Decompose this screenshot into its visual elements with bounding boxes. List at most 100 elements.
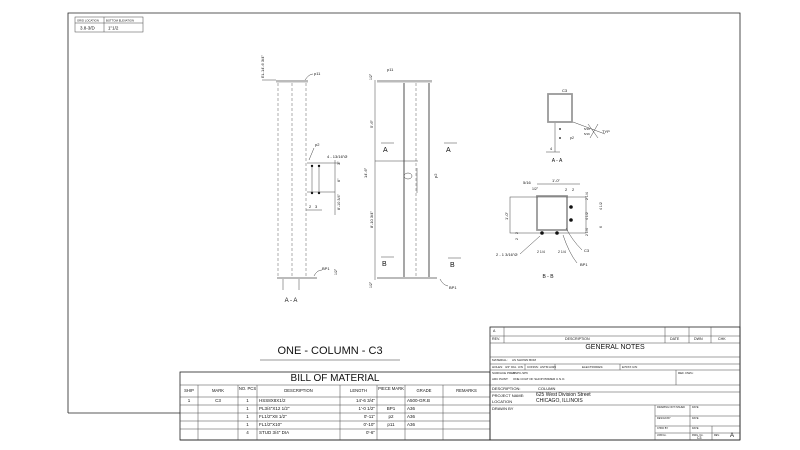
bom-cell-grade: A36 — [407, 422, 416, 427]
conns-label: CONNS: — [527, 365, 539, 369]
rev-value: A — [493, 329, 496, 333]
weld-size-1: 5/16 — [584, 127, 590, 131]
header-mark: MARK — [211, 388, 225, 393]
assembly-title: ONE - COLUMN - C3 — [277, 345, 383, 357]
top-dim: 1/2" — [369, 73, 373, 80]
section-bb-l2: 2 — [515, 238, 519, 240]
bom-cell-length: 1'-0 1/2" — [358, 406, 375, 411]
header-no-pcs: NO. PCS — [238, 386, 257, 391]
section-cut-a-right: A — [446, 147, 451, 154]
weld-typ: TYP — [602, 129, 610, 134]
section-bb-d2: 2 — [572, 187, 575, 192]
section-bb-holes: 2 - 1 3/16"Ø — [496, 252, 517, 257]
dim-e: 8'-10 3/4" — [337, 193, 341, 210]
section-bb-d6: 6 — [599, 226, 603, 228]
top-plate-callout-right: p11 — [387, 67, 394, 72]
chk-header: CHK — [718, 337, 726, 341]
description-header: DESCRIPTION — [565, 337, 590, 341]
section-bb-plate: BP1 — [580, 262, 588, 267]
electrodes-value: E70XX U/N — [622, 365, 638, 369]
grid-location-label: GRID LOCATION — [77, 19, 99, 23]
bom-cell-length: 14'-6 3/4" — [356, 398, 375, 403]
section-bb-d1: 2 — [565, 187, 568, 192]
weld-size-2: 5/16 — [584, 132, 590, 136]
rev-no-value: A — [730, 433, 735, 439]
holes-value: 3/4" DIA. U/N — [505, 365, 523, 369]
section-bb-mark: C3 — [584, 248, 590, 253]
bom-cell-piece-mark: BP1 — [386, 406, 396, 411]
bom-cell-grade: A36 — [407, 406, 416, 411]
project-name-label: PROJECT NAME: — [492, 393, 525, 398]
section-bb-d7: 2 1/4 — [585, 228, 589, 236]
section-bb-b2: 2 1/4 — [558, 250, 566, 254]
design-by-label: DESIGN BY — [657, 417, 671, 420]
section-bb: 5/16 1/2" 1'-0" 2 2 2 1/4 4 1/2 4 1/2 6 … — [496, 178, 603, 280]
bom-cell-description: HSS8X8X1/2 — [259, 398, 286, 403]
holes-label: HOLES: — [492, 365, 504, 369]
dim-d: 6" — [337, 178, 341, 182]
section-bb-b1: 2 1/4 — [537, 250, 545, 254]
date-label-2: DATE — [692, 417, 699, 420]
project-name-value: 625 West Division Street — [536, 392, 591, 398]
dwg-no-label: DWG. No. — [692, 434, 704, 437]
electrodes-label: ELECTRODES: — [582, 365, 604, 369]
top-plate-callout: p11 — [314, 71, 321, 76]
section-aa-clip: p2 — [570, 136, 574, 140]
column-elevation-left: EL.14'-6 3/4" p11 p2 4 - 13/16"Ø 2 3 3" … — [260, 55, 347, 304]
bom-cell-description: FL1/2"X10" — [259, 422, 282, 427]
drawing-not-issued-label: DRAWING NOT ISSUED — [657, 406, 685, 409]
bom-cell-grade: A500-GR.B — [407, 398, 431, 403]
bom-cell-length: 0'-10" — [363, 422, 375, 427]
description-value: COLUMN — [538, 386, 556, 391]
section-bb-l1: 2 — [515, 232, 519, 234]
bom-cell-qty: 1 — [246, 406, 249, 411]
bom-cell-piece-mark: p2 — [388, 414, 394, 419]
paint-value: ONE COAT OF SHOP PRIMER U.N.O. — [513, 377, 566, 381]
section-bb-d4: 4 1/2 — [599, 202, 603, 210]
header-remarks: REMARKS — [456, 388, 477, 393]
rev-header: REV. — [492, 337, 501, 341]
view-label-bb: B - B — [542, 274, 554, 280]
bom-cell-description: FL1/2"X8 1/2" — [259, 414, 287, 419]
total-height-dim: 14'-6" — [363, 167, 368, 178]
header-length: LENGTH — [350, 388, 367, 393]
lower-dim: 8'-10 3/4" — [369, 211, 374, 228]
bom-title: BILL OF MATERIAL — [290, 373, 380, 384]
base-plate-thickness: 1/2" — [334, 268, 338, 275]
header-ship: SHIP — [184, 388, 194, 393]
paint-label: ARC PAINT: — [492, 377, 509, 381]
location-label: LOCATION — [492, 399, 513, 404]
view-label-aa: A - A — [285, 298, 298, 304]
base-plate-callout-right: BP1 — [449, 285, 457, 290]
bom-cell-piece-mark: p11 — [387, 422, 395, 427]
checked-by-label: CHKD BY — [657, 427, 669, 430]
ref-dwg-label: REF. DWG: — [678, 371, 694, 375]
section-bb-d3: 2 1/4 — [585, 192, 589, 200]
section-aa-dim: 4 — [550, 147, 552, 151]
section-cut-a-left: A — [383, 147, 388, 154]
dim-a: 2 — [309, 204, 312, 209]
material-value: AS SHOWN BOM — [512, 358, 537, 362]
title-block-grid — [489, 326, 741, 441]
base-dim-right: 1/2" — [369, 281, 373, 288]
section-aa-mark: C3 — [562, 88, 568, 93]
section-bb-d5: 4 1/2 — [585, 212, 589, 220]
header-grade: GRADE — [416, 388, 432, 393]
dwn-header: DWN — [694, 337, 703, 341]
section-aa: C3 p2 5/16 5/16 TYP 4 A - A — [546, 88, 610, 164]
bom-cell-qty: 1 — [246, 414, 249, 419]
section-bb-left-height: 1'-0" — [504, 211, 509, 220]
rev-no-label: REV. — [714, 434, 720, 437]
general-notes-title: GENERAL NOTES — [585, 344, 645, 351]
bottom-elevation-value: 1"1/2 — [108, 26, 119, 31]
header-description: DESCRIPTION — [284, 388, 313, 393]
bottom-elevation-label: BOTTOM ELEVATION — [106, 19, 134, 23]
surface-prep-value: SSPC-SP6 — [513, 371, 528, 375]
bom-cell-grade: A36 — [407, 414, 416, 419]
section-bb-plate-thickness: 1/2" — [532, 187, 539, 191]
location-value: CHICAGO, ILLINOIS — [536, 398, 583, 404]
date-label-1: DATE — [692, 406, 699, 409]
bom-cell-qty: 1 — [246, 398, 249, 403]
dim-c: 3" — [337, 161, 341, 165]
